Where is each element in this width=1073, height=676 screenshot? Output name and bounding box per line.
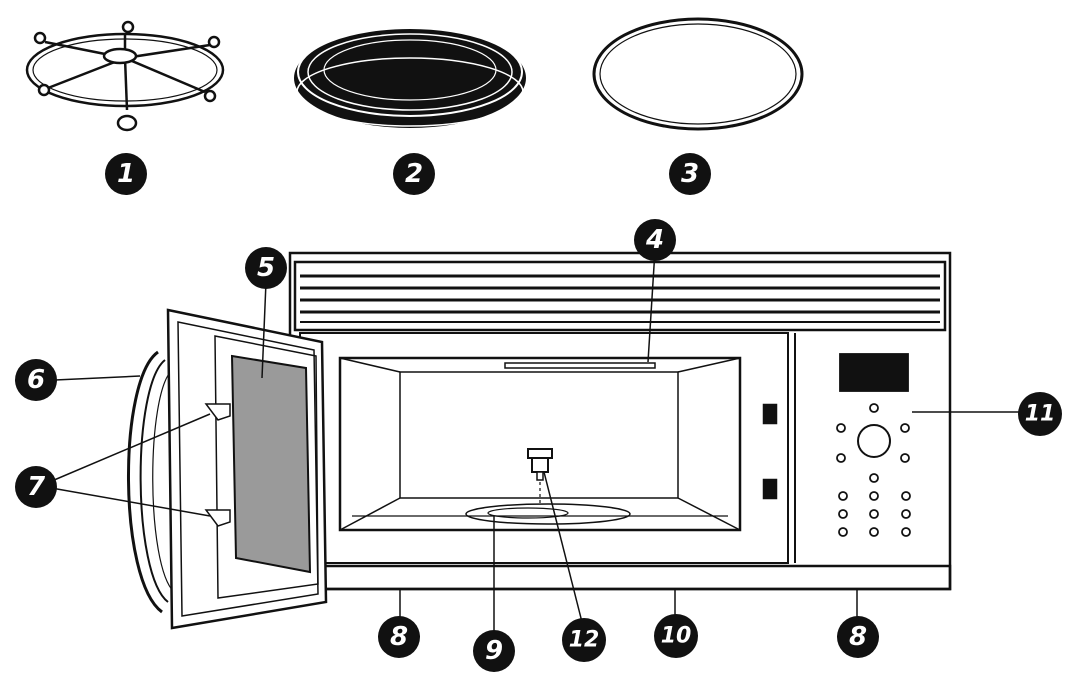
callout-8-left: 8 [378,616,420,658]
callout-9: 9 [473,630,515,672]
callout-11: 11 [1018,392,1062,436]
callout-12: 12 [562,618,606,662]
roller-ring-illustration [592,17,804,131]
callout-3: 3 [669,153,711,195]
callout-6: 6 [15,359,57,401]
svg-text:6: 6 [27,365,45,395]
svg-text:4: 4 [645,225,664,255]
svg-text:2: 2 [405,159,423,189]
callout-1: 1 [105,153,147,195]
callout-2: 2 [393,153,435,195]
svg-text:7: 7 [27,472,46,502]
glass-tray-illustration [294,27,526,128]
svg-text:10: 10 [661,624,692,649]
svg-text:1: 1 [117,159,135,189]
control-panel-illustration [836,353,911,537]
svg-text:9: 9 [485,636,503,666]
leader-lines [39,249,1030,640]
svg-text:11: 11 [1025,402,1056,427]
callout-4: 4 [634,219,676,261]
turntable-support-illustration [25,20,225,132]
callout-5: 5 [245,247,287,289]
svg-text:8: 8 [390,622,408,652]
svg-text:8: 8 [849,622,867,652]
svg-text:3: 3 [681,159,699,189]
svg-text:12: 12 [569,628,600,653]
microwave-body [288,251,952,591]
svg-text:5: 5 [257,253,275,283]
callout-8-right: 8 [837,616,879,658]
callout-7: 7 [15,466,57,508]
callout-10: 10 [654,614,698,658]
door-illustration [127,308,328,630]
